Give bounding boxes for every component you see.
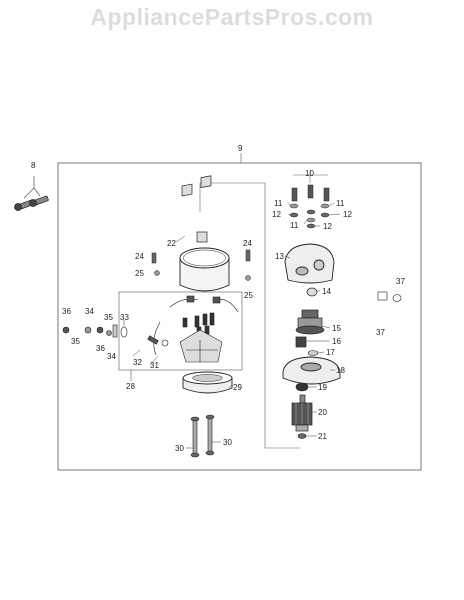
callout-34: 34 [85,307,94,316]
callout-17: 17 [326,348,335,357]
callout-37: 37 [396,277,405,286]
callout-28: 28 [126,382,135,391]
armature-icon [291,394,313,432]
terminal-hardware-icon [62,324,128,338]
callout-34: 34 [107,352,116,361]
callout-16: 16 [332,337,341,346]
callout-18: 18 [336,366,345,375]
callout-12: 12 [343,210,352,219]
callout-21: 21 [318,432,327,441]
brush-assembly-frame [118,291,243,371]
callout-20: 20 [318,408,327,417]
drive-gear-icon [295,309,325,335]
callout-22: 22 [167,239,176,248]
stud-set-icon [289,184,330,229]
callout-31: 31 [150,361,159,370]
end-cap-icon [182,371,233,394]
plunger-icon [306,287,318,297]
through-bolt-icon [190,414,215,458]
bolt-pair-icon [14,176,49,211]
callout-9: 9 [238,144,243,153]
callout-32: 32 [133,358,142,367]
callout-24: 24 [243,239,252,248]
callout-15: 15 [332,324,341,333]
callout-35: 35 [71,337,80,346]
plug-icon [377,291,402,302]
callout-12: 12 [323,222,332,231]
callout-33: 33 [120,313,129,322]
callout-25: 25 [135,269,144,278]
solenoid-icon [284,243,335,284]
callout-35: 35 [104,313,113,322]
callout-24: 24 [135,252,144,261]
assembly-frame [57,162,422,471]
pinion-gear-icon [295,336,307,348]
callout-11: 11 [290,221,299,230]
callout-10: 10 [305,169,314,178]
watermark: AppliancePartsPros.com [90,4,374,30]
front-housing-icon [282,356,341,385]
callout-11: 11 [274,199,283,208]
bearing-icon [295,382,309,392]
callout-13: 13 [275,252,284,261]
screw-icon [151,249,251,281]
callout-25: 25 [244,291,253,300]
brush-clip-icon [181,175,212,243]
callout-19: 19 [318,383,327,392]
callout-14: 14 [322,287,331,296]
motor-housing-icon [179,247,230,292]
callout-30: 30 [175,444,184,453]
brush-holder-icon [147,295,239,363]
callout-30: 30 [223,438,232,447]
callout-36: 36 [96,344,105,353]
callout-12: 12 [272,210,281,219]
callout-37: 37 [376,328,385,337]
washer-icon [307,350,319,356]
callout-29: 29 [233,383,242,392]
callout-11: 11 [336,199,345,208]
callout-36: 36 [62,307,71,316]
callout-8: 8 [31,161,36,170]
end-washer-icon [297,433,307,439]
